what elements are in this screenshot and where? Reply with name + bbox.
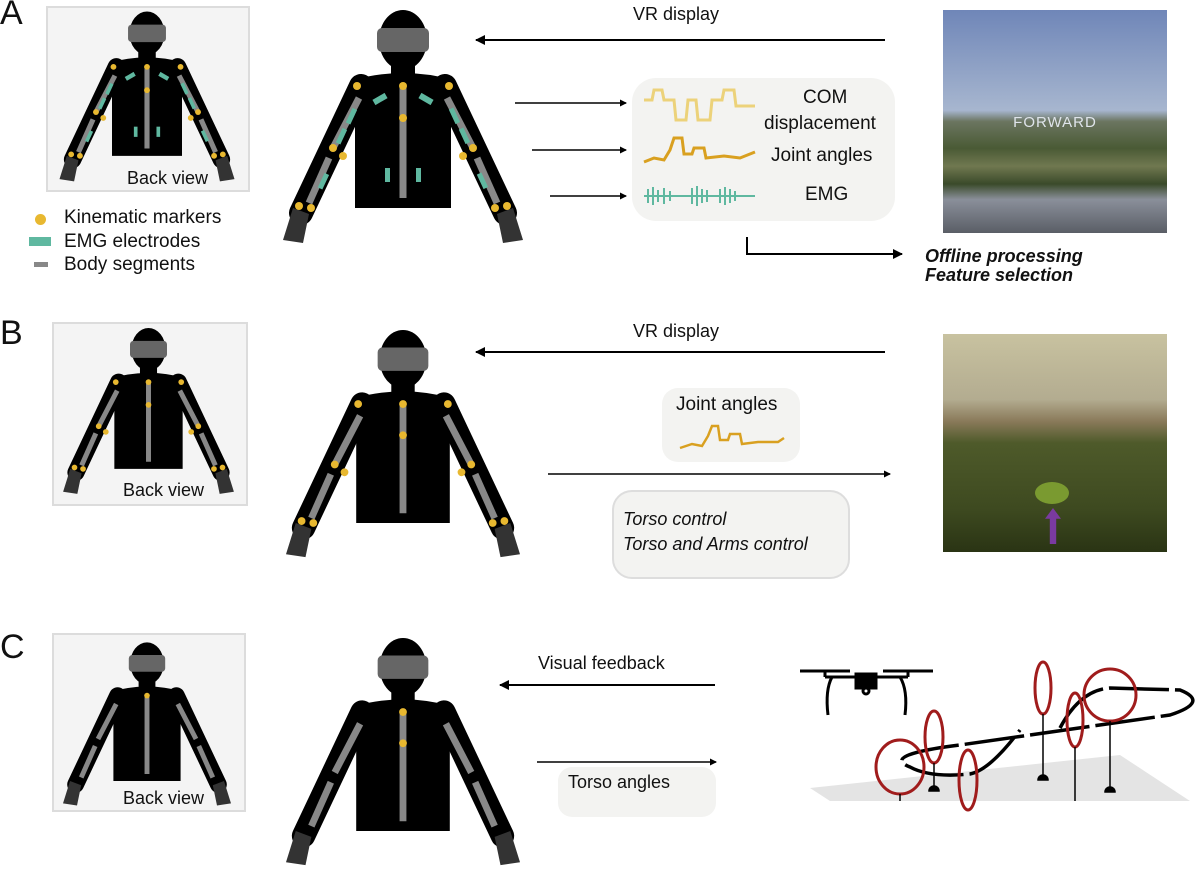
drone-icon bbox=[800, 669, 933, 716]
panel-a-label: A bbox=[0, 0, 23, 32]
control-mode-box bbox=[612, 490, 850, 579]
arrows-b bbox=[475, 347, 891, 478]
joint-angles-box-b bbox=[662, 388, 800, 462]
torso-control-label: Torso control bbox=[623, 509, 727, 529]
offline-processing-label: Offline processing bbox=[925, 246, 1083, 266]
emg-label: EMG bbox=[805, 184, 849, 205]
legend-kinematic: Kinematic markers bbox=[64, 207, 222, 228]
back-view-figure-c bbox=[56, 640, 238, 810]
marker-dot-icon bbox=[35, 214, 46, 225]
arrows-a bbox=[475, 35, 903, 259]
back-view-label-b: Back view bbox=[123, 480, 205, 500]
vr-scene-image-a: FORWARD bbox=[943, 10, 1167, 233]
drone-course-diagram bbox=[800, 660, 1195, 812]
joint-angles-label-a: Joint angles bbox=[771, 145, 873, 166]
vr-scene-image-b bbox=[943, 334, 1167, 552]
signal-traces-a bbox=[643, 88, 756, 206]
torso-angles-label: Torso angles bbox=[568, 772, 671, 792]
front-figure-c bbox=[276, 636, 530, 870]
com-label-1: COM bbox=[803, 87, 848, 108]
back-view-label-a: Back view bbox=[127, 168, 209, 188]
vr-display-label-a: VR display bbox=[633, 4, 720, 24]
com-label-2: displacement bbox=[764, 113, 876, 134]
forward-text: FORWARD bbox=[1013, 114, 1097, 131]
legend-emg: EMG electrodes bbox=[64, 231, 201, 252]
feature-selection-label: Feature selection bbox=[925, 265, 1074, 285]
offline-arrow bbox=[746, 237, 903, 259]
gate-poles bbox=[899, 714, 1116, 801]
joint-signal bbox=[643, 136, 756, 164]
panel-c-label: C bbox=[0, 628, 25, 666]
body-segment-icon bbox=[34, 262, 48, 267]
vr-display-label-b: VR display bbox=[633, 321, 720, 341]
legend-segments: Body segments bbox=[64, 254, 195, 275]
arrows-c bbox=[499, 680, 717, 766]
torso-arms-control-label: Torso and Arms control bbox=[623, 534, 808, 554]
joint-angles-label-b: Joint angles bbox=[676, 394, 778, 415]
signals-box-a bbox=[632, 78, 895, 221]
panel-b-label: B bbox=[0, 314, 23, 352]
ground-plane bbox=[810, 755, 1190, 801]
visual-feedback-label: Visual feedback bbox=[538, 653, 665, 673]
emg-signal bbox=[644, 186, 755, 206]
tree-cluster bbox=[1035, 482, 1069, 504]
emg-electrode-icon bbox=[29, 237, 51, 246]
com-signal bbox=[644, 88, 755, 122]
joint-signal-b bbox=[679, 424, 785, 450]
